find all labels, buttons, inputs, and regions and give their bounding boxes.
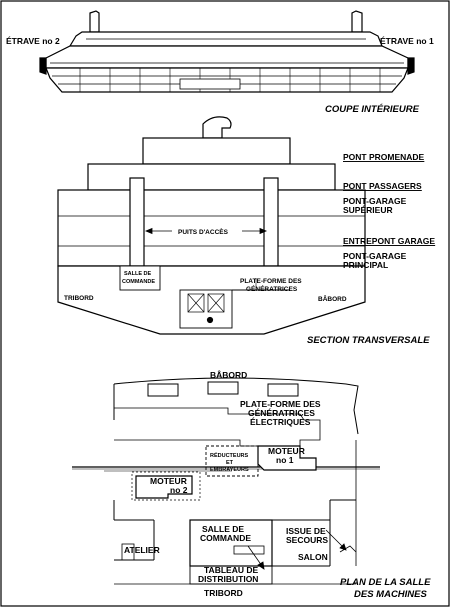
bow-right bbox=[407, 57, 415, 75]
label-gen-platform-1: PLATE-FORME DES bbox=[240, 278, 302, 285]
plan-label-workshop: ATELIER bbox=[124, 545, 160, 555]
label-port: BÂBORD bbox=[318, 294, 347, 303]
section-control-room bbox=[119, 265, 161, 291]
plan-label-platform-2: GÉNÉRATRICES bbox=[248, 408, 315, 418]
access-shaft-left bbox=[129, 177, 145, 267]
label-passenger-deck: PONT PASSAGERS bbox=[343, 181, 422, 191]
plan-label-platform-3: ÉLECTRIQUES bbox=[250, 417, 311, 427]
plan-label-control-1: SALLE DE bbox=[202, 524, 244, 534]
plan-label-engine1-2: no 1 bbox=[276, 455, 294, 465]
control-console bbox=[233, 545, 265, 555]
plan-label-control-2: COMMANDE bbox=[200, 533, 251, 543]
engine-1 bbox=[257, 445, 317, 471]
generator-1 bbox=[147, 383, 179, 397]
promenade-deck bbox=[142, 137, 291, 165]
workshop-bench bbox=[121, 543, 135, 561]
plan-label-reducers-2: ET bbox=[226, 460, 234, 466]
label-main-garage-1: PONT-GARAGE bbox=[343, 251, 407, 261]
title-section: SECTION TRANSVERSALE bbox=[307, 335, 430, 346]
board-arrow bbox=[247, 545, 265, 570]
plan-label-board-1: TABLEAU DE bbox=[204, 565, 258, 575]
label-gen-platform-2: GÉNÉRATRICES bbox=[246, 284, 298, 293]
plan-top-wall bbox=[113, 377, 359, 435]
label-starboard: TRIBORD bbox=[64, 295, 94, 302]
label-bow-2: ÉTRAVE no 2 bbox=[6, 36, 60, 46]
generator-3 bbox=[267, 383, 299, 397]
section-funnel bbox=[202, 116, 232, 139]
emergency-exit-stair bbox=[339, 545, 357, 553]
plan-label-board-2: DISTRIBUTION bbox=[198, 574, 258, 584]
plan-label-exit-2: SECOURS bbox=[286, 535, 328, 545]
plan-label-lounge: SALON bbox=[298, 552, 328, 562]
label-upper-garage-2: SUPÉRIEUR bbox=[343, 205, 393, 215]
plan-label-exit-1: ISSUE DE bbox=[286, 526, 326, 536]
label-control-room-2: COMMANDE bbox=[122, 279, 155, 285]
title-profile: COUPE INTÉRIEURE bbox=[325, 104, 420, 115]
bow-left bbox=[39, 57, 47, 75]
ship-cross-section bbox=[57, 116, 366, 335]
garage-decks bbox=[57, 189, 366, 267]
propeller-shaft bbox=[206, 316, 214, 324]
plan-label-starboard: TRIBORD bbox=[204, 588, 243, 598]
label-control-room-1: SALLE DE bbox=[124, 271, 152, 277]
plan-label-port: BÂBORD bbox=[210, 369, 247, 380]
plan-label-reducers-1: RÉDUCTEURS bbox=[210, 451, 249, 459]
label-between-garage: ENTREPONT GARAGE bbox=[343, 236, 435, 246]
access-shaft-right bbox=[263, 177, 279, 267]
passenger-deck bbox=[87, 163, 336, 191]
plan-label-platform-1: PLATE-FORME DES bbox=[240, 399, 321, 409]
title-plan-1: PLAN DE LA SALLE bbox=[340, 577, 431, 588]
exit-arrow bbox=[325, 529, 347, 551]
funnel-right bbox=[351, 10, 363, 33]
reducers-block bbox=[205, 445, 259, 477]
plan-label-reducers-3: EMBRAYEURS bbox=[210, 467, 249, 473]
ship-profile bbox=[39, 10, 415, 93]
engine-2 bbox=[135, 475, 193, 499]
plan-label-engine2-1: MOTEUR bbox=[150, 476, 187, 486]
label-upper-garage-1: PONT-GARAGE bbox=[343, 196, 407, 206]
engine-room-plan bbox=[72, 377, 380, 585]
label-access-shaft: PUITS D'ACCÈS bbox=[178, 227, 229, 236]
label-promenade-deck: PONT PROMENADE bbox=[343, 152, 425, 162]
label-bow-1: ÉTRAVE no 1 bbox=[380, 36, 434, 46]
shaft-arrows bbox=[144, 227, 268, 235]
generator-2 bbox=[207, 381, 239, 395]
title-plan-2: DES MACHINES bbox=[354, 589, 428, 600]
plan-label-engine1-1: MOTEUR bbox=[268, 446, 305, 456]
plan-label-engine2-2: no 2 bbox=[170, 485, 188, 495]
hull-upper bbox=[45, 45, 409, 69]
label-main-garage-2: PRINCIPAL bbox=[343, 260, 388, 270]
funnel-left bbox=[89, 10, 100, 33]
